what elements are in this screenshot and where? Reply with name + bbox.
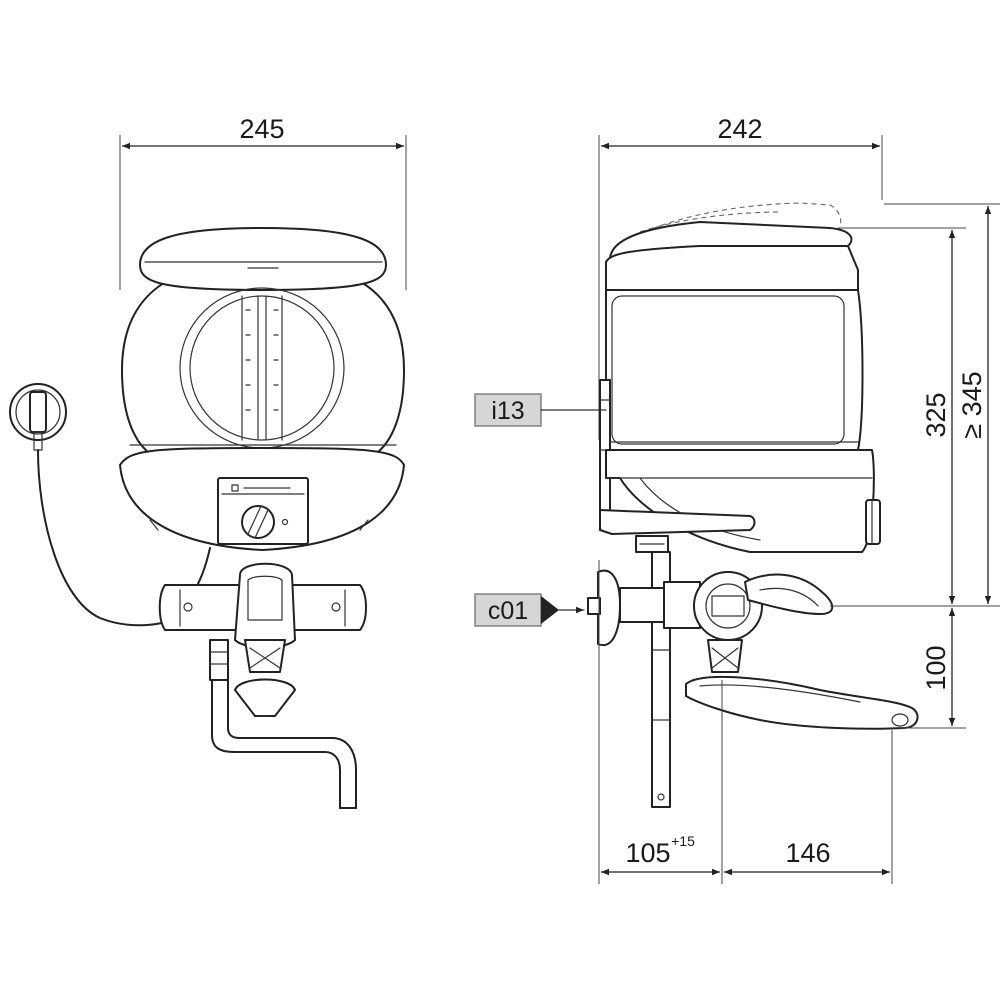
side-width-label: 242 bbox=[717, 114, 762, 144]
plug-icon bbox=[9, 383, 67, 451]
side-spout bbox=[685, 675, 919, 730]
dimension-bottom: 105 +15 146 bbox=[598, 560, 893, 884]
temperature-knob-icon bbox=[241, 505, 289, 539]
side-mixer bbox=[587, 551, 834, 808]
spout-drop-label: 100 bbox=[921, 645, 951, 690]
tag-i13-text: i13 bbox=[491, 397, 524, 425]
spout-reach-label: 146 bbox=[785, 838, 830, 868]
wall-to-axis-label: 105 bbox=[625, 838, 670, 868]
tag-i13: i13 bbox=[474, 393, 607, 427]
dimension-side-width: 242 bbox=[598, 114, 883, 440]
side-tank bbox=[599, 245, 881, 553]
front-view: 245 bbox=[9, 114, 407, 809]
dimension-heights: 325 ≥ 345 100 bbox=[830, 203, 1000, 729]
front-width-label: 245 bbox=[239, 114, 284, 144]
tag-c01: c01 bbox=[474, 593, 585, 627]
tag-c01-text: c01 bbox=[488, 597, 528, 625]
front-spout bbox=[209, 639, 357, 809]
height-min-345-label: ≥ 345 bbox=[957, 371, 987, 438]
height-325-label: 325 bbox=[921, 392, 951, 437]
front-power-cable bbox=[9, 383, 211, 627]
side-view: 242 bbox=[474, 114, 1000, 884]
front-control-panel bbox=[217, 477, 309, 545]
wall-to-axis-tolerance: +15 bbox=[671, 833, 695, 849]
dimension-front-width: 245 bbox=[119, 114, 407, 290]
front-mixer bbox=[158, 562, 367, 717]
